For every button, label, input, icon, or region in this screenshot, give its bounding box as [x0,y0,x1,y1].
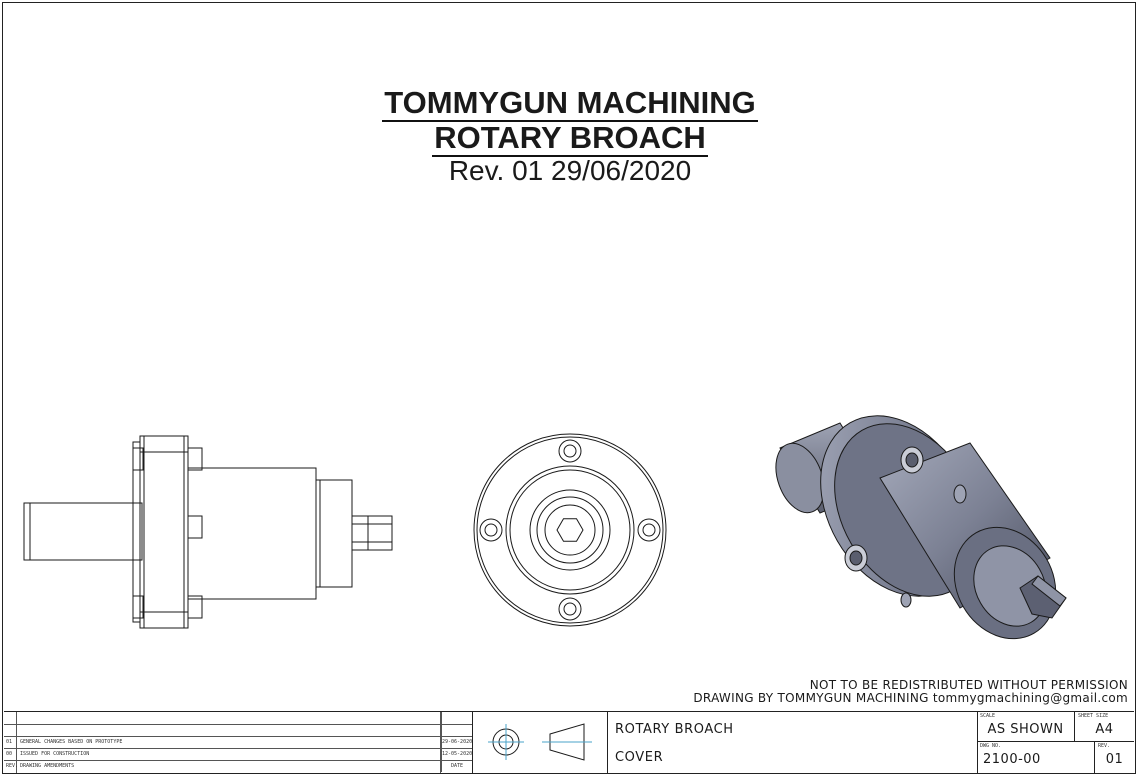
scale-value: AS SHOWN [987,722,1064,737]
sheet-size-value: A4 [1095,722,1114,737]
table-row [4,712,472,725]
redistribution-notice: NOT TO BE REDISTRIBUTED WITHOUT PERMISSI… [809,678,1128,692]
drawing-subtitle: COVER [615,750,664,765]
isometric-view-drawing [775,415,1067,640]
drawing-number-cell: DWG NO. 2100-00 [977,742,1095,773]
table-row [4,724,472,737]
revision-label: Rev. 01 29/06/2020 [448,155,692,186]
drawing-title: ROTARY BROACH [615,722,734,737]
third-angle-projection-icon [488,723,592,761]
company-title: TOMMYGUN MACHINING [382,85,758,122]
divider [440,712,441,773]
author-notice: DRAWING BY TOMMYGUN MACHINING tommygmach… [693,691,1128,705]
revision-cell: REV. 01 [1095,742,1134,773]
front-view-drawing [473,433,667,627]
product-title: ROTARY BROACH [432,120,708,157]
projection-symbol [472,712,608,773]
drawing-title-cell: ROTARY BROACH COVER [607,712,978,773]
side-view-drawing [23,435,393,629]
divider [16,712,17,773]
revision-value: 01 [1105,752,1124,767]
drawing-number-value: 2100-00 [983,752,1041,767]
sheet-size-cell: SHEET SIZE A4 [1075,712,1134,742]
scale-cell: SCALE AS SHOWN [977,712,1075,742]
